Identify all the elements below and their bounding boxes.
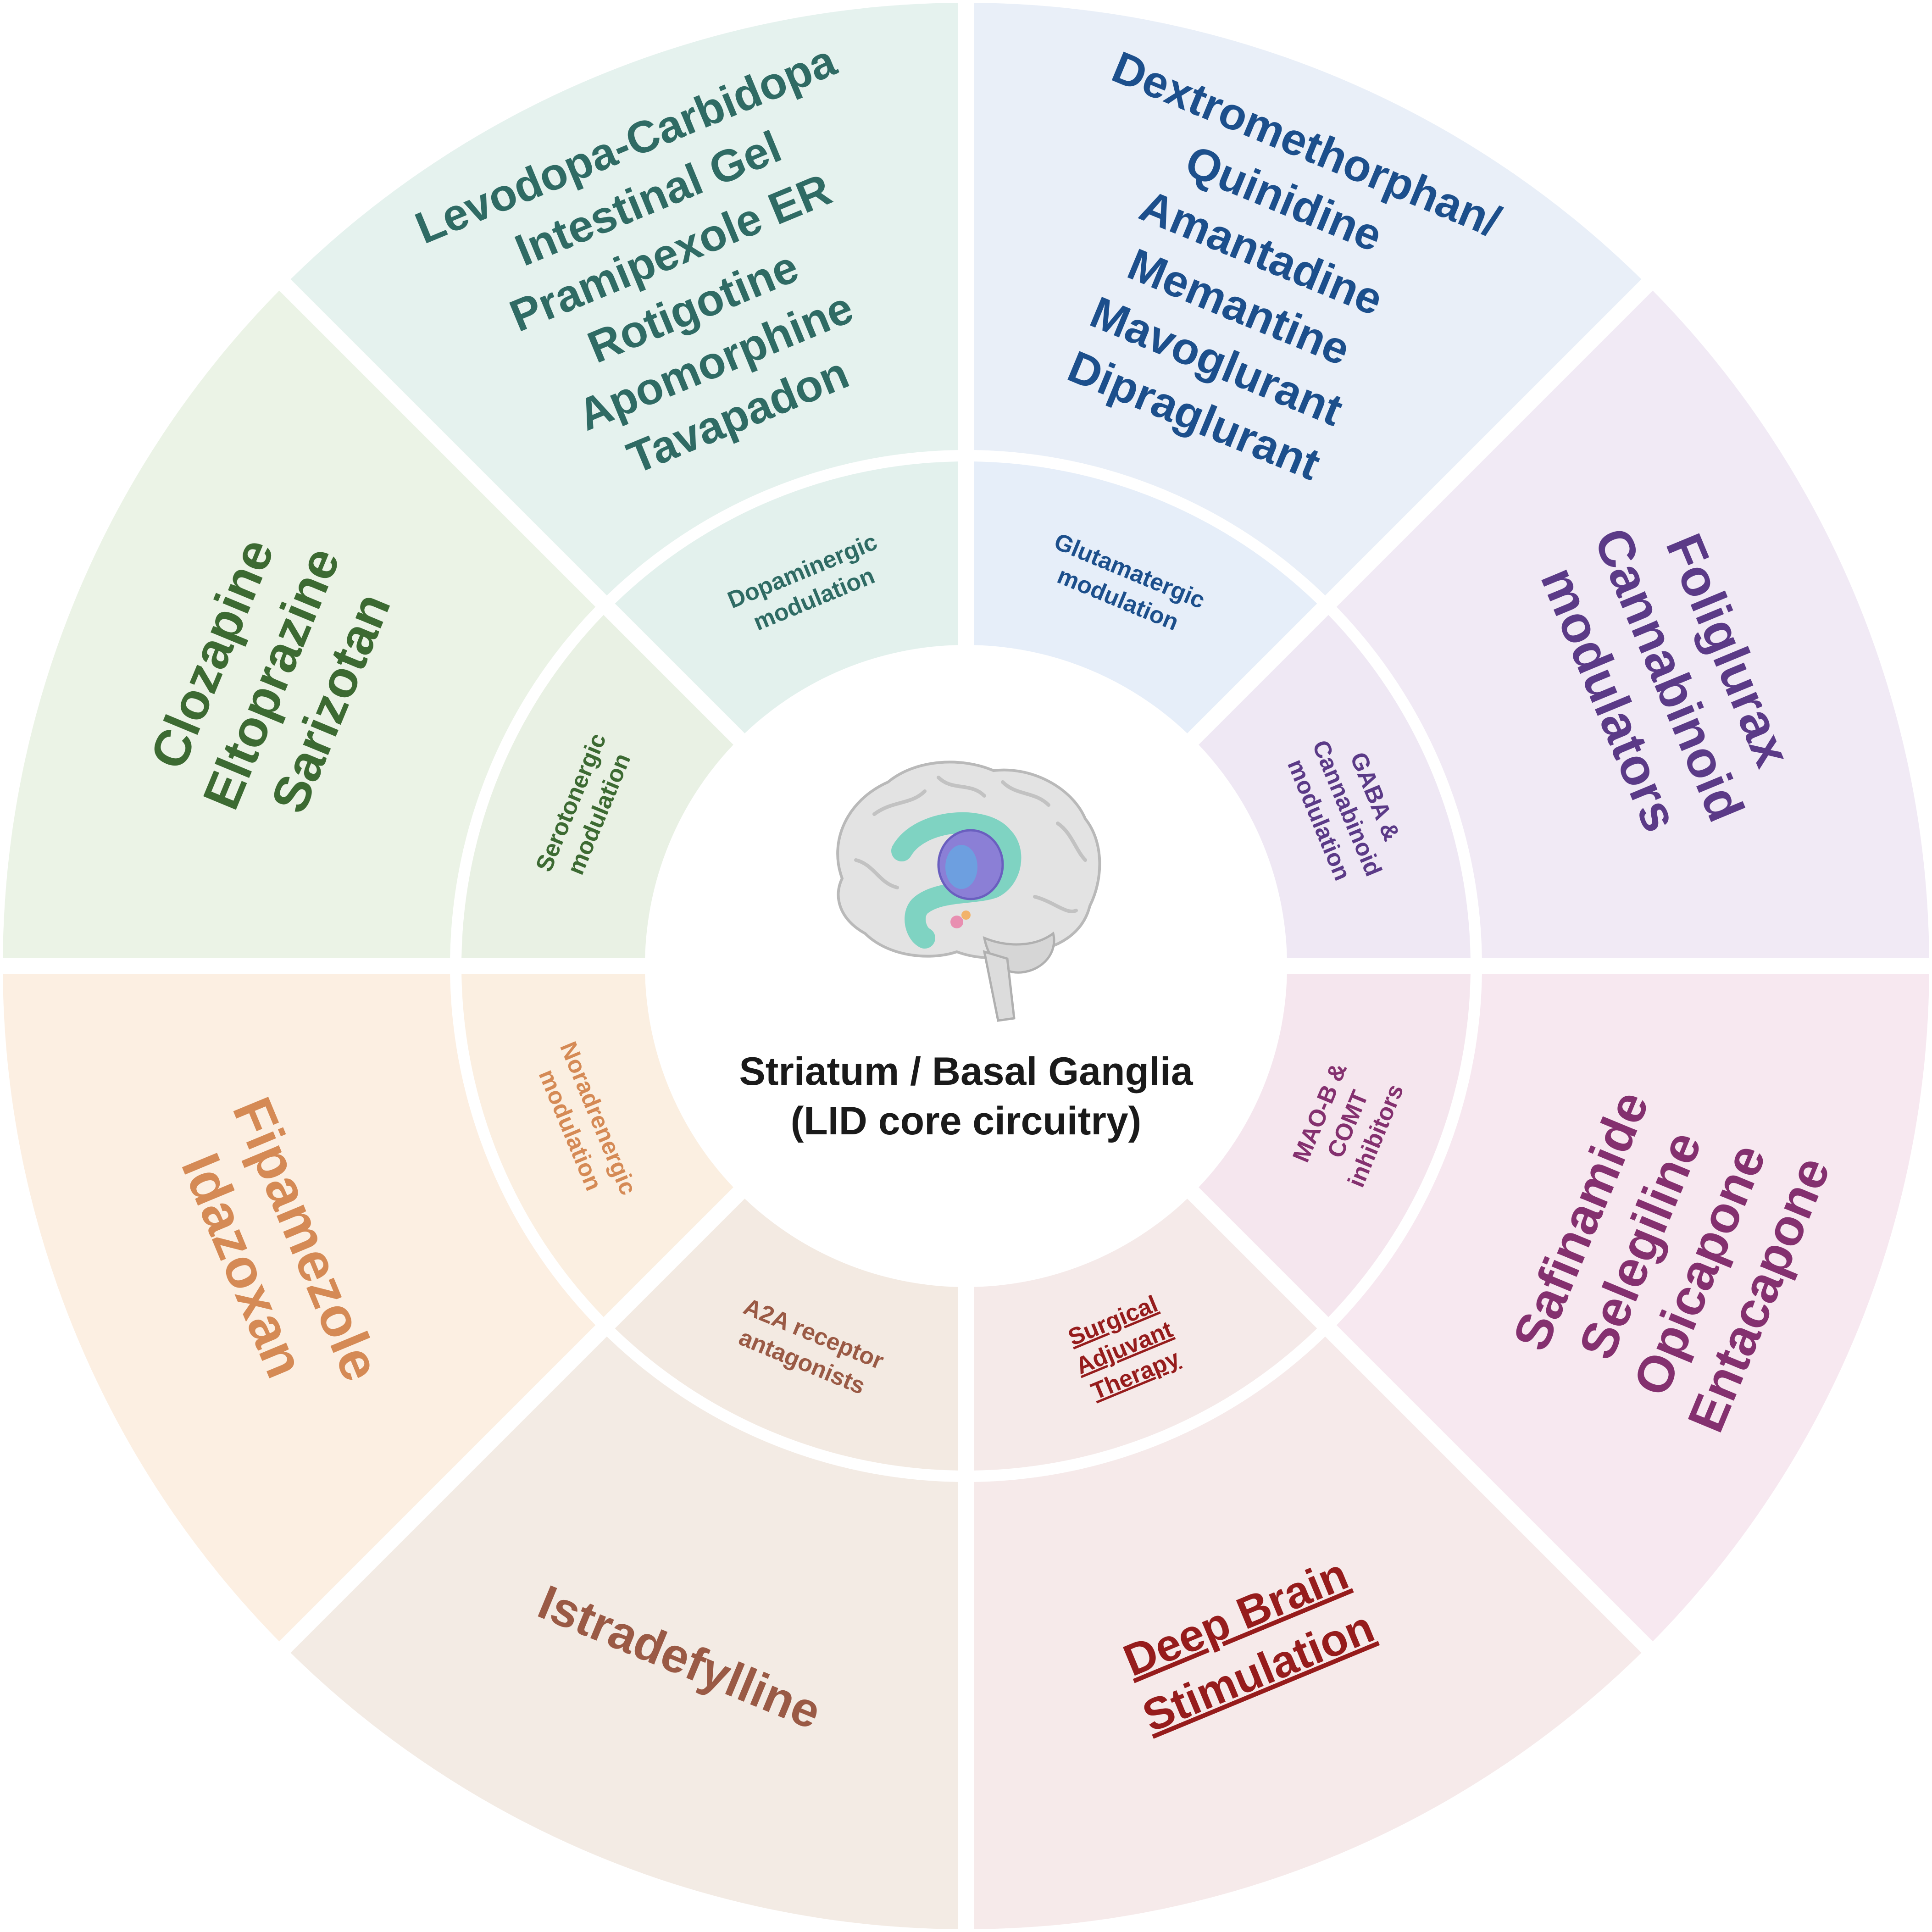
sector-inner-glutamatergic: [974, 461, 1317, 733]
sector-inner-gaba-cannabinoid: [1199, 615, 1471, 958]
brain-icon: [836, 761, 1101, 1022]
drug-list-glutamatergic-group: Dextromethorphan/QuinidineAmantadineMema…: [1061, 41, 1508, 489]
sector-inner-noradrenergic: [461, 974, 733, 1317]
center-circle: [659, 659, 1273, 1273]
sector-inner-surgical: [974, 1199, 1317, 1471]
sector-inner-a2a: [615, 1199, 958, 1471]
sector-outer-dopaminergic: [290, 3, 958, 596]
sector-inner-dopaminergic: [615, 461, 958, 733]
sector-inner-mao-comt: [1199, 974, 1471, 1317]
sector-outer-surgical: [974, 1336, 1642, 1929]
sector-outer-a2a: [290, 1336, 958, 1929]
sector-outer-serotonergic: [3, 290, 596, 958]
center-title-line-1: Striatum / Basal Ganglia: [739, 1049, 1193, 1094]
center-hub: Striatum / Basal Ganglia (LID core circu…: [659, 659, 1273, 1273]
sector-inner-serotonergic: [461, 615, 733, 958]
sector-outer-mao-comt: [1336, 974, 1929, 1642]
sector-outer-gaba-cannabinoid: [1336, 290, 1929, 958]
sector-outer-noradrenergic: [3, 974, 596, 1642]
sector-outer-glutamatergic: [974, 3, 1642, 596]
center-title-line-2: (LID core circuitry): [791, 1099, 1142, 1143]
